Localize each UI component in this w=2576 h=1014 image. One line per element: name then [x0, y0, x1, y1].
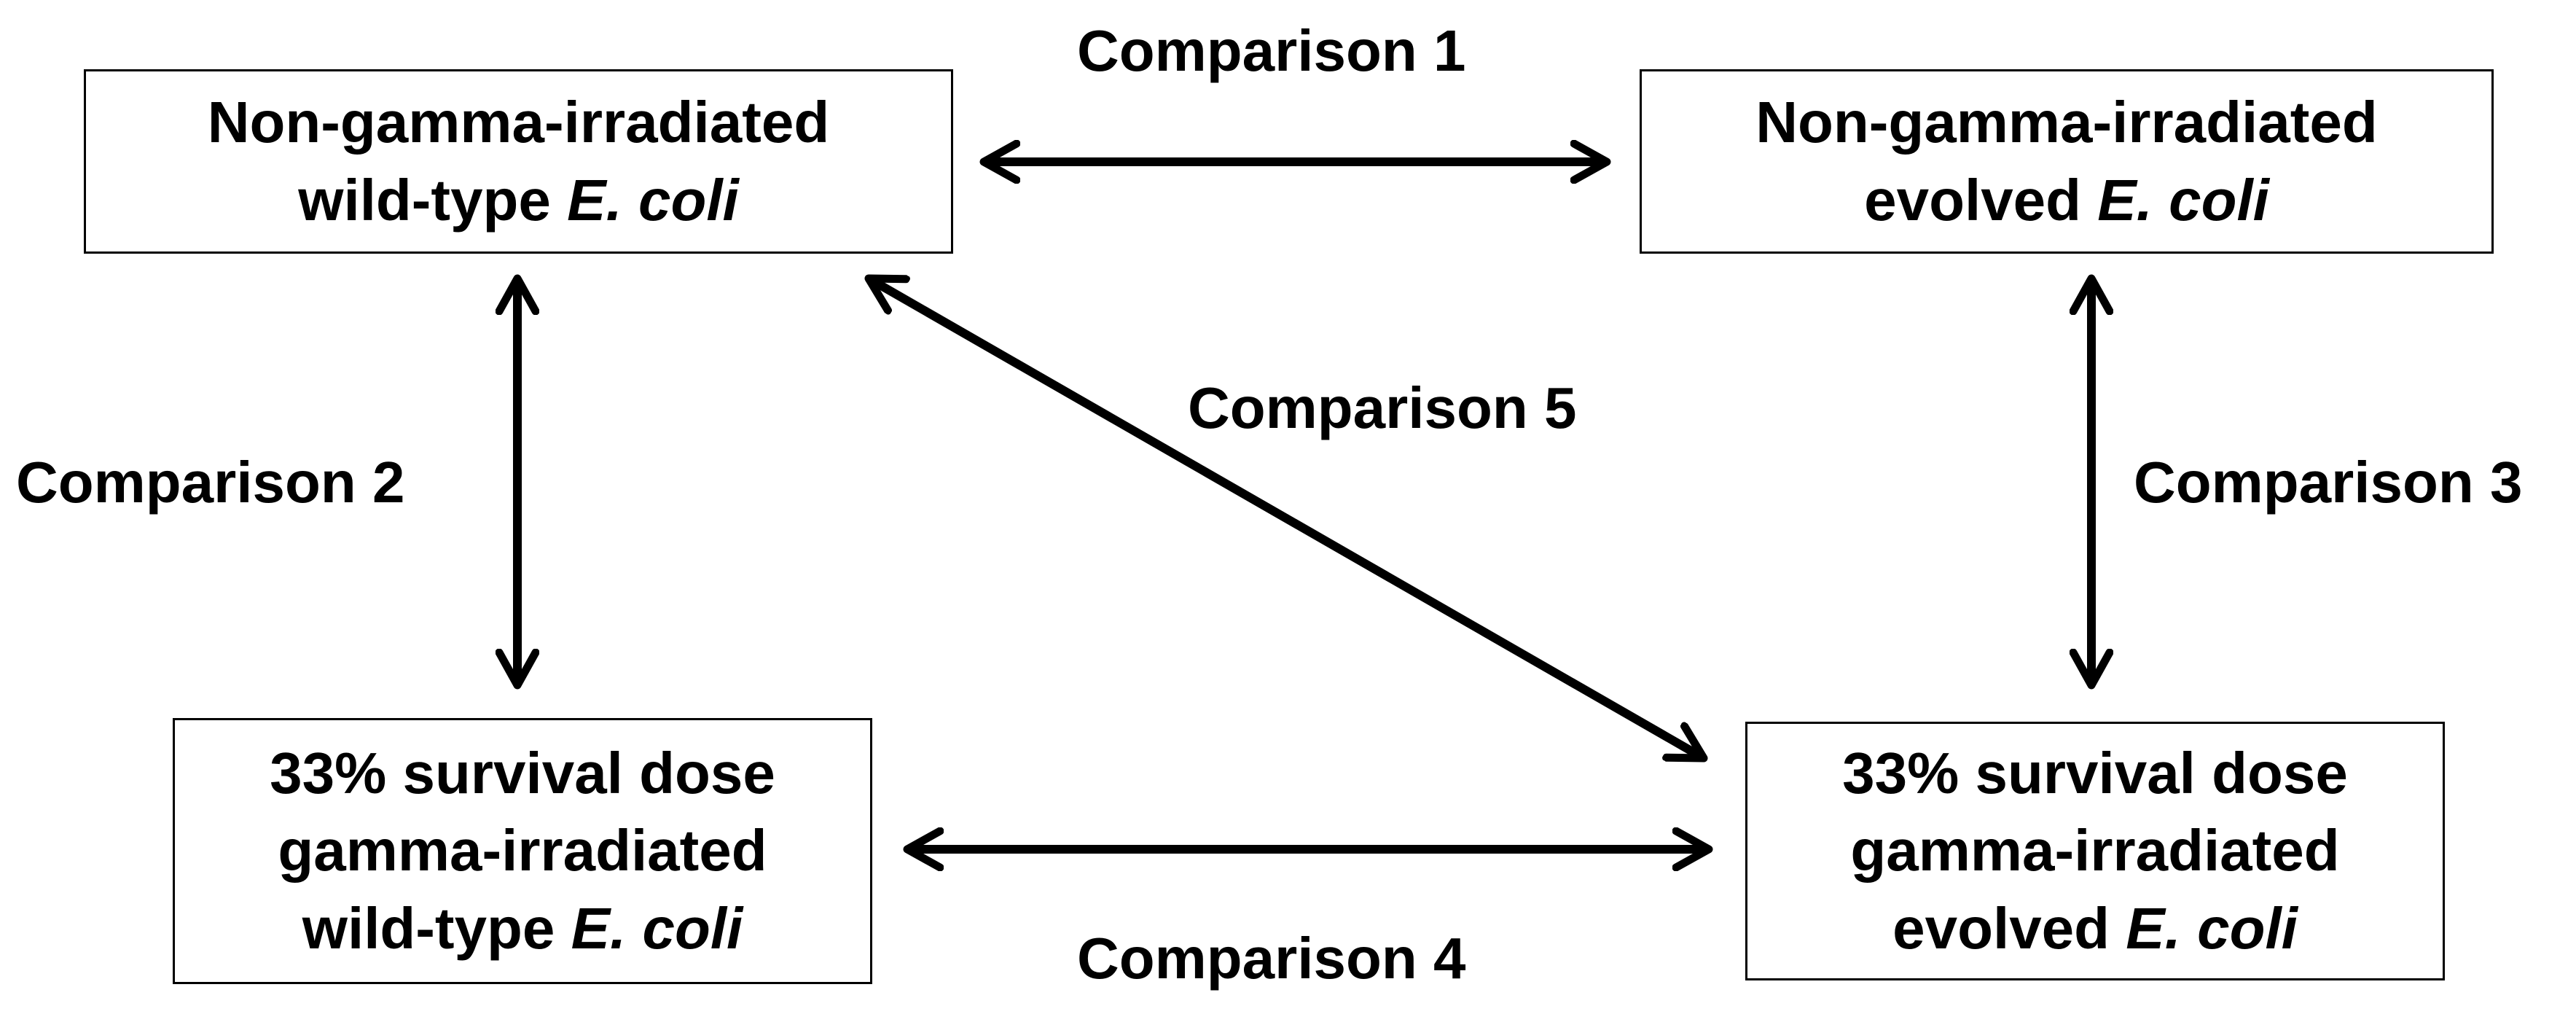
species-name: E. coli: [2126, 895, 2298, 961]
label-comparison-1: Comparison 1: [1077, 18, 1466, 83]
node-irradiated-wild-type: 33% survival dose gamma-irradiated wild-…: [173, 718, 872, 984]
node-line: 33% survival dose: [1842, 740, 2348, 806]
node-line: evolved E. coli: [1864, 167, 2269, 233]
label-comparison-5: Comparison 5: [1188, 375, 1577, 440]
node-line: gamma-irradiated: [278, 818, 767, 884]
label-comparison-3: Comparison 3: [2134, 450, 2523, 515]
node-line: Non-gamma-irradiated: [1755, 90, 2378, 155]
label-comparison-2: Comparison 2: [16, 450, 405, 515]
node-non-irradiated-evolved: Non-gamma-irradiated evolved E. coli: [1640, 69, 2494, 254]
node-line: gamma-irradiated: [1850, 818, 2340, 884]
arrow-comparison-5: [869, 278, 1704, 758]
label-comparison-4: Comparison 4: [1077, 926, 1466, 991]
node-line: wild-type E. coli: [298, 167, 739, 233]
species-name: E. coli: [571, 895, 743, 961]
node-non-irradiated-wild-type: Non-gamma-irradiated wild-type E. coli: [84, 69, 953, 254]
species-name: E. coli: [567, 167, 739, 233]
species-name: E. coli: [2097, 167, 2269, 233]
node-irradiated-evolved: 33% survival dose gamma-irradiated evolv…: [1745, 722, 2445, 980]
node-line: evolved E. coli: [1892, 895, 2298, 961]
node-line: Non-gamma-irradiated: [207, 90, 830, 155]
node-line: wild-type E. coli: [302, 895, 743, 961]
node-line: 33% survival dose: [270, 740, 775, 806]
